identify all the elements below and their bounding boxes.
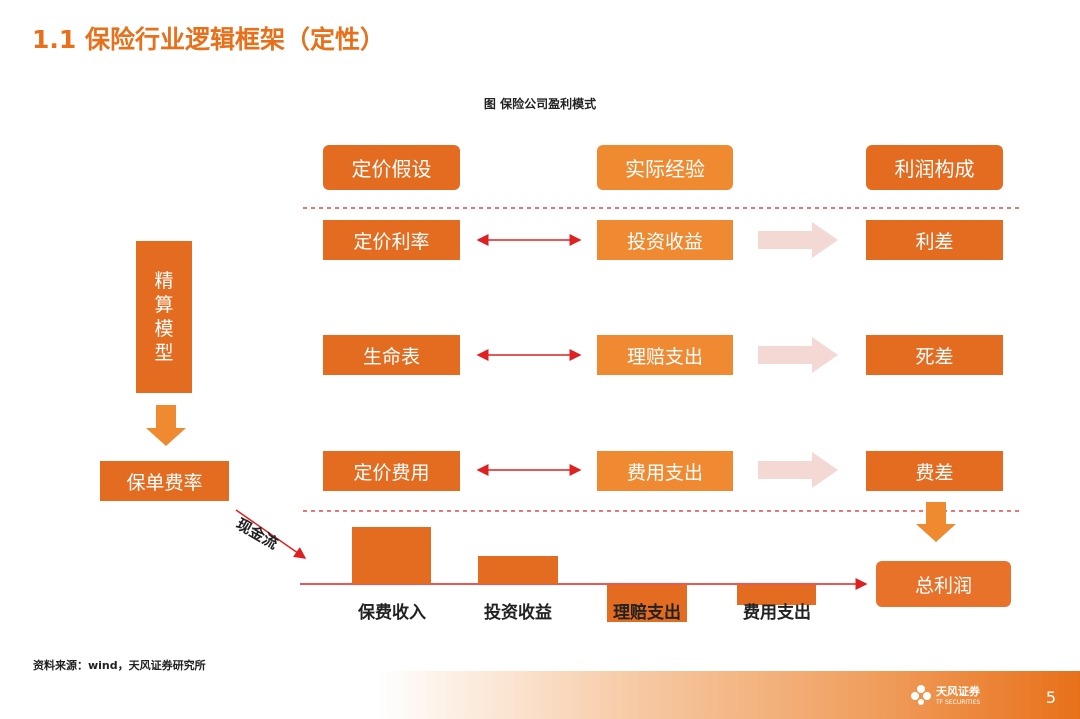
down-arrow-actuarial xyxy=(146,405,186,446)
actuarial-char-1: 精 xyxy=(154,270,174,292)
pale-arrow-row3 xyxy=(758,452,838,488)
actuarial-char-2: 算 xyxy=(154,294,174,316)
bar-claims-expense xyxy=(607,585,687,622)
source-note: 资料来源：wind，天风证券研究所 xyxy=(33,659,206,672)
bar-label-expense-outflow: 费用支出 xyxy=(743,603,811,623)
bar-label-claims-expense: 理赔支出 xyxy=(613,603,681,623)
slide-title: 1.1 保险行业逻辑框架（定性） xyxy=(32,25,385,54)
row2-pricing: 生命表 xyxy=(323,335,460,375)
header-pricing-assumption: 定价假设 xyxy=(323,145,460,190)
pale-arrow-row1 xyxy=(758,222,838,258)
row1-actual: 投资收益 xyxy=(597,220,733,260)
down-arrow-total xyxy=(916,502,956,542)
page-number: 5 xyxy=(1045,688,1056,707)
flower-logo-icon xyxy=(911,684,931,705)
logo-sub: TF SECURITIES xyxy=(936,699,981,706)
footer-band xyxy=(0,671,1080,719)
actuarial-char-3: 模 xyxy=(154,318,174,340)
row3-pricing: 定价费用 xyxy=(323,451,460,491)
row1-profit: 利差 xyxy=(866,220,1003,260)
actuarial-model-box: 精 算 模 型 xyxy=(136,241,192,393)
row1-pricing: 定价利率 xyxy=(323,220,460,260)
bar-premium-income xyxy=(352,527,431,584)
bar-investment-income xyxy=(478,556,558,584)
actuarial-char-4: 型 xyxy=(154,342,174,364)
logo-name: 天风证券 xyxy=(936,685,980,698)
company-logo: 天风证券 TF SECURITIES xyxy=(910,683,980,706)
bar-label-premium-income: 保费收入 xyxy=(358,603,426,623)
figure-title: 图 保险公司盈利模式 xyxy=(483,97,597,111)
bar-label-investment-income: 投资收益 xyxy=(484,603,552,623)
header-profit-composition: 利润构成 xyxy=(866,145,1003,190)
cashflow-arrow xyxy=(235,509,307,559)
header-actual-experience: 实际经验 xyxy=(597,145,733,190)
row2-actual: 理赔支出 xyxy=(597,335,733,375)
row2-profit: 死差 xyxy=(866,335,1003,375)
premium-rate-box: 保单费率 xyxy=(100,461,229,501)
row3-actual: 费用支出 xyxy=(597,451,733,491)
total-profit-box: 总利润 xyxy=(876,561,1011,607)
row3-profit: 费差 xyxy=(866,451,1003,491)
pale-arrow-row2 xyxy=(758,337,838,373)
bar-expense-outflow xyxy=(737,585,816,605)
